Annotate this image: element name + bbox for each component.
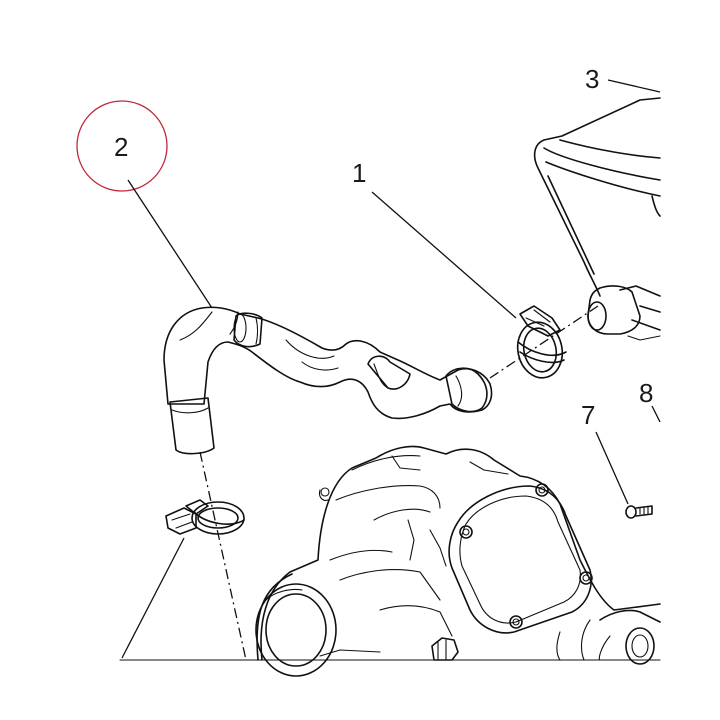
leader-3 [607,79,661,93]
callout-2[interactable]: 2 [114,132,128,162]
callout-7[interactable]: 7 [581,400,595,430]
leader-2 [127,179,213,309]
leader-lower-clamp [121,537,185,659]
callout-1[interactable]: 1 [352,158,366,188]
hose-clamp-upper[interactable] [513,305,568,382]
screw-7[interactable] [625,505,653,519]
callout-2-highlight-circle[interactable] [76,100,168,192]
callout-3[interactable]: 3 [585,64,599,94]
hose[interactable] [163,306,493,455]
leader-lines [121,79,661,659]
leader-1 [371,191,517,319]
callout-8[interactable]: 8 [639,378,653,408]
engine-cover-bracket[interactable] [533,97,661,341]
leader-8 [651,405,661,423]
turbocharger-housing[interactable] [255,445,661,677]
hose-clamp-lower[interactable] [165,499,245,535]
centerline-lower [199,451,247,661]
leader-7 [595,431,629,505]
centerline-upper [489,305,599,379]
